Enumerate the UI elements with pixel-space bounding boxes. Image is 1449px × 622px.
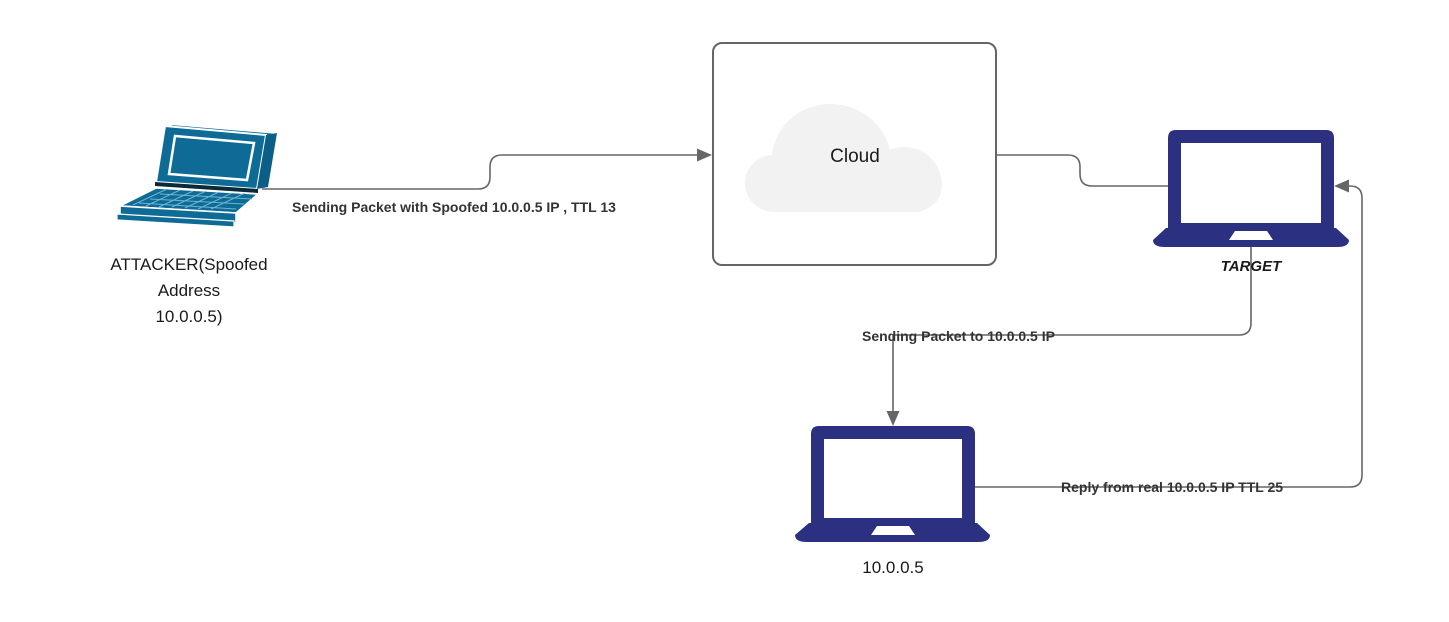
edge-target-to-victim (886, 240, 1252, 426)
edge-victim-to-target-arrowhead (1334, 179, 1349, 193)
attacker-label-line-3: 10.0.0.5) (155, 307, 222, 326)
cloud-container: Cloud (712, 42, 997, 266)
edge-target-to-victim-line (892, 240, 1252, 414)
edge-attacker-to-cloud (262, 148, 712, 190)
victim-laptop-icon (795, 426, 990, 542)
target-label: TARGET (1221, 258, 1283, 275)
edge-target-to-victim-arrowhead (886, 411, 900, 426)
attacker-label-line-1: ATTACKER(Spoofed (110, 255, 267, 274)
edge-cloud-to-target-line (996, 154, 1168, 187)
edge-label-target-to-victim: Sending Packet to 10.0.0.5 IP (862, 328, 1055, 344)
cloud-icon (745, 104, 942, 212)
edge-victim-to-target (975, 179, 1363, 488)
edge-victim-to-target-line (975, 185, 1363, 488)
attacker-laptop-icon (116, 122, 279, 228)
target-laptop-icon (1153, 130, 1349, 247)
edge-attacker-to-cloud-line (262, 154, 700, 190)
victim-label: 10.0.0.5 (862, 558, 923, 577)
edge-cloud-to-target (996, 154, 1168, 187)
edge-label-attacker-to-cloud: Sending Packet with Spoofed 10.0.0.5 IP … (292, 199, 616, 215)
cloud-label: Cloud (830, 146, 880, 167)
attacker-label-line-2: Address (158, 281, 220, 300)
edge-label-victim-to-target: Reply from real 10.0.0.5 IP TTL 25 (1061, 479, 1283, 495)
edge-attacker-to-cloud-arrowhead (697, 148, 712, 162)
